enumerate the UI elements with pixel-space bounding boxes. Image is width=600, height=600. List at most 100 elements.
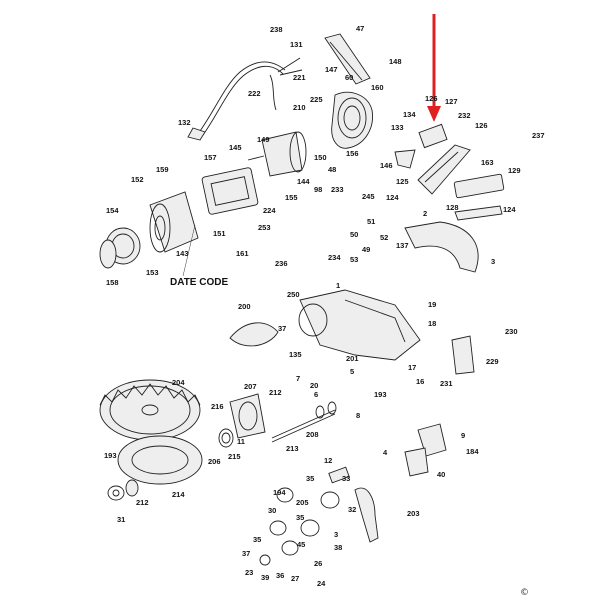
rail-124-right <box>454 205 503 221</box>
red-callout-arrow <box>427 14 441 122</box>
motor-shell-143 <box>149 191 199 253</box>
part-label-225: 225 <box>310 95 323 104</box>
part-label-18: 18 <box>428 319 436 328</box>
part-label-50: 50 <box>350 230 358 239</box>
motor-housing-156 <box>331 91 373 149</box>
part-label-236: 236 <box>275 259 288 268</box>
part-label-210: 210 <box>293 103 306 112</box>
part-label-233: 233 <box>331 185 344 194</box>
part-label-6: 6 <box>314 390 318 399</box>
date-code-label: DATE CODE <box>170 277 228 288</box>
part-label-127: 127 <box>445 97 458 106</box>
armature-149 <box>247 131 307 177</box>
part-label-128: 128 <box>446 203 459 212</box>
part-label-125: 125 <box>396 177 409 186</box>
part-label-24: 24 <box>317 579 326 588</box>
cam-194 <box>404 447 429 477</box>
handle-grip-47 <box>324 33 371 85</box>
part-label-53: 53 <box>350 255 358 264</box>
bracket-229 <box>451 335 475 375</box>
part-label-132: 132 <box>178 118 191 127</box>
lower-guard-2 <box>404 221 479 273</box>
part-label-12: 12 <box>324 456 332 465</box>
part-label-16: 16 <box>416 377 424 386</box>
part-label-238: 238 <box>270 25 283 34</box>
part-label-129: 129 <box>508 166 521 175</box>
part-label-200: 200 <box>238 302 251 311</box>
part-label-124: 124 <box>386 193 399 202</box>
gear-case-207 <box>229 393 266 439</box>
saw-blade-204 <box>99 379 201 441</box>
part-label-45: 45 <box>297 540 305 549</box>
part-label-212: 212 <box>136 498 149 507</box>
part-label-20: 20 <box>310 381 318 390</box>
part-label-157: 157 <box>204 153 217 162</box>
part-label-37: 37 <box>242 549 250 558</box>
part-label-126: 126 <box>425 94 438 103</box>
part-label-154: 154 <box>106 206 119 215</box>
part-label-234: 234 <box>328 253 341 262</box>
part-label-163: 163 <box>481 158 494 167</box>
part-label-98: 98 <box>314 185 322 194</box>
part-label-161: 161 <box>236 249 249 258</box>
part-label-19: 19 <box>428 300 436 309</box>
part-label-17: 17 <box>408 363 416 372</box>
part-label-222: 222 <box>248 89 261 98</box>
part-label-144: 144 <box>297 177 310 186</box>
part-label-155: 155 <box>285 193 298 202</box>
part-label-11: 11 <box>237 437 245 446</box>
part-label-33: 33 <box>342 474 350 483</box>
part-label-230: 230 <box>505 327 518 336</box>
part-label-207: 207 <box>244 382 257 391</box>
part-label-205: 205 <box>296 498 309 507</box>
part-label-35: 35 <box>296 513 304 522</box>
part-label-143: 143 <box>176 249 189 258</box>
part-label-160: 160 <box>371 83 384 92</box>
washer-212-left <box>107 485 125 501</box>
part-label-52: 52 <box>380 233 388 242</box>
part-label-48: 48 <box>328 165 336 174</box>
part-label-3: 3 <box>334 530 338 539</box>
arm-assembly-1 <box>298 289 421 361</box>
blade-guard-200 <box>229 322 279 347</box>
part-label-253: 253 <box>258 223 271 232</box>
part-label-23: 23 <box>245 568 253 577</box>
inner-blade-guard-205 <box>117 435 203 485</box>
part-label-36: 36 <box>276 571 284 580</box>
part-label-133: 133 <box>391 123 404 132</box>
part-label-137: 137 <box>396 241 409 250</box>
part-label-212: 212 <box>269 388 282 397</box>
part-label-193: 193 <box>104 451 117 460</box>
part-label-206: 206 <box>208 457 221 466</box>
part-label-224: 224 <box>263 206 276 215</box>
part-label-156: 156 <box>346 149 359 158</box>
part-label-151: 151 <box>213 229 226 238</box>
part-label-124: 124 <box>503 205 516 214</box>
part-label-147: 147 <box>325 65 338 74</box>
part-label-2: 2 <box>423 209 427 218</box>
part-label-216: 216 <box>211 402 224 411</box>
part-label-49: 49 <box>362 245 370 254</box>
part-label-35: 35 <box>306 474 314 483</box>
part-label-26: 26 <box>314 559 322 568</box>
part-label-146: 146 <box>380 161 393 170</box>
part-label-32: 32 <box>348 505 356 514</box>
part-label-250: 250 <box>287 290 300 299</box>
part-label-237: 237 <box>532 131 545 140</box>
part-label-158: 158 <box>106 278 119 287</box>
part-label-7: 7 <box>296 374 300 383</box>
part-label-184: 184 <box>466 447 479 456</box>
part-label-60: 60 <box>345 73 353 82</box>
washer-stack <box>259 487 320 566</box>
part-label-51: 51 <box>367 217 375 226</box>
part-label-5: 5 <box>350 367 354 376</box>
part-label-38: 38 <box>334 543 342 552</box>
part-label-27: 27 <box>291 574 299 583</box>
part-label-231: 231 <box>440 379 453 388</box>
part-label-201: 201 <box>346 354 359 363</box>
part-label-3: 3 <box>491 257 495 266</box>
part-label-1: 1 <box>336 281 340 290</box>
part-label-35: 35 <box>253 535 261 544</box>
